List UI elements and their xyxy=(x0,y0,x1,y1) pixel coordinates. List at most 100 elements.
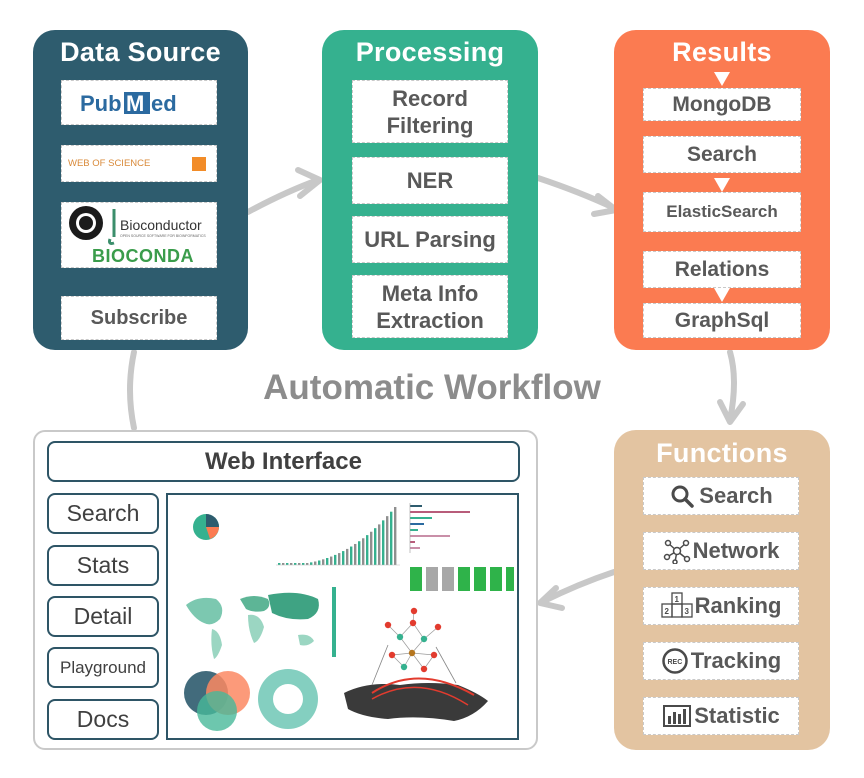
mini-route-map xyxy=(344,644,488,721)
results-panel: Results MongoDB Search ElasticSearch Rel… xyxy=(614,30,830,350)
network-node xyxy=(420,665,428,673)
network-node xyxy=(420,635,428,643)
growth-bar xyxy=(354,543,357,565)
growth-bar xyxy=(290,563,293,565)
functions-title: Functions xyxy=(656,438,788,468)
network-edge xyxy=(399,636,413,654)
arrow-processing-to-results xyxy=(535,175,617,211)
mini-network-graph xyxy=(384,607,442,673)
function-network-label: Network xyxy=(692,538,780,563)
growth-bar xyxy=(310,562,313,565)
growth-bar xyxy=(278,563,281,565)
menu-docs[interactable]: Docs xyxy=(47,699,159,740)
ner-step: NER xyxy=(352,157,508,204)
bioconductor-logo-text: Bioconductor xyxy=(120,217,202,233)
growth-bar xyxy=(294,563,297,565)
bioconductor-tagline: OPEN SOURCE SOFTWARE FOR BIOINFORMATICS xyxy=(120,234,206,238)
growth-bar xyxy=(386,516,389,565)
arrow-results-to-functions xyxy=(727,349,737,423)
network-node xyxy=(396,633,404,641)
growth-bar xyxy=(394,507,397,565)
growth-bar xyxy=(286,563,289,565)
network-node xyxy=(408,649,416,657)
search-to-elasticsearch-arrow xyxy=(714,178,730,192)
mini-venn-diagram xyxy=(184,671,250,731)
relations-node: Relations xyxy=(643,251,801,288)
network-edge xyxy=(391,652,413,656)
data-source-panel: Data Source Pub M ed WEB OF SCIENCE Bioc… xyxy=(33,30,248,350)
network-node xyxy=(384,621,392,629)
growth-bar xyxy=(326,558,329,565)
growth-bar xyxy=(314,561,317,565)
elasticsearch-node: ElasticSearch xyxy=(643,192,801,232)
magnifier-icon xyxy=(671,485,695,508)
bioconda-logo-text: BIOCONDA xyxy=(92,246,194,266)
growth-bar xyxy=(350,546,353,565)
results-title: Results xyxy=(672,37,772,67)
mini-horizontal-bars xyxy=(409,503,470,553)
menu-detail[interactable]: Detail xyxy=(47,596,159,637)
wos-logo-tile: WEB OF SCIENCE xyxy=(61,145,217,182)
growth-bar xyxy=(390,511,393,565)
functions-panel: Functions Search Network 1 2 3 Ranking R… xyxy=(614,430,830,750)
arrowhead-results-to-functions xyxy=(717,399,746,425)
processing-panel: Processing Record Filtering NER URL Pars… xyxy=(322,30,538,350)
growth-bar xyxy=(370,531,373,565)
menu-search[interactable]: Search xyxy=(47,493,159,534)
web-interface-header: Web Interface xyxy=(47,441,520,482)
processing-title: Processing xyxy=(355,37,505,67)
growth-bar xyxy=(342,551,345,565)
function-tracking: REC Tracking xyxy=(643,642,799,680)
results-connectors xyxy=(714,72,730,302)
data-source-title: Data Source xyxy=(60,37,221,67)
arrow-source-to-processing xyxy=(245,177,321,215)
growth-bar xyxy=(322,559,325,565)
network-icon xyxy=(663,539,690,564)
meta-info-extraction-step: Meta Info Extraction xyxy=(352,275,508,338)
network-node xyxy=(434,623,442,631)
dashboard-preview xyxy=(166,493,519,740)
svg-text:1: 1 xyxy=(674,595,679,604)
growth-bar xyxy=(330,556,333,565)
mini-status-blocks xyxy=(410,567,514,591)
function-search: Search xyxy=(643,477,799,515)
network-node xyxy=(409,619,417,627)
growth-bar xyxy=(362,538,365,565)
growth-bar xyxy=(358,541,361,565)
svg-text:REC: REC xyxy=(667,659,682,666)
arrowhead-source-to-processing xyxy=(295,167,323,199)
pubmed-logo-tile: Pub M ed xyxy=(61,80,217,125)
subscribe-tile: Subscribe xyxy=(61,296,217,340)
mini-growth-bars xyxy=(278,507,397,565)
growth-bar xyxy=(338,553,341,565)
svg-text:ed: ed xyxy=(151,91,177,116)
function-ranking-label: Ranking xyxy=(694,593,782,618)
rec-icon: REC xyxy=(662,648,688,674)
record-filtering-step: Record Filtering xyxy=(352,80,508,143)
arrow-web-to-source xyxy=(127,349,137,431)
relations-to-graphsql-arrow xyxy=(714,288,730,302)
growth-bar xyxy=(366,535,369,565)
growth-bar xyxy=(298,563,301,565)
menu-playground[interactable]: Playground xyxy=(47,647,159,688)
growth-bar xyxy=(302,563,305,565)
network-edge xyxy=(411,652,425,670)
function-tracking-label: Tracking xyxy=(690,648,782,673)
wos-logo-text: WEB OF SCIENCE xyxy=(68,158,151,169)
svg-text:M: M xyxy=(126,91,144,116)
mongodb-node: MongoDB xyxy=(643,88,801,121)
menu-stats[interactable]: Stats xyxy=(47,545,159,586)
network-node xyxy=(388,651,396,659)
dashboard-thumbnail-graphics xyxy=(184,503,514,731)
mini-pie-chart xyxy=(193,514,219,540)
pubmed-logo: Pub M ed xyxy=(80,91,177,116)
network-edge xyxy=(411,652,435,656)
map-legend-gradient xyxy=(332,587,336,657)
network-node xyxy=(410,607,418,615)
wos-logo-icon xyxy=(192,157,206,171)
network-node xyxy=(430,651,438,659)
function-search-label: Search xyxy=(699,483,773,508)
function-statistic-label: Statistic xyxy=(694,703,780,728)
growth-bar xyxy=(334,554,337,565)
